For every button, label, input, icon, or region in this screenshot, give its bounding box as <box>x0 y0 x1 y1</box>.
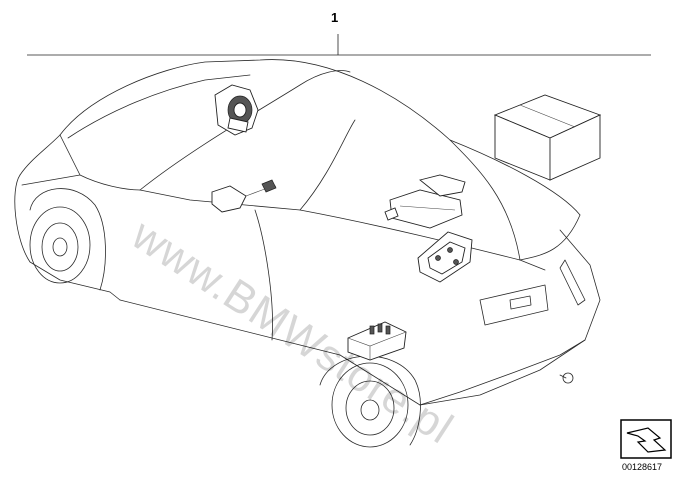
ignition-lock-icon <box>211 179 277 213</box>
control-module-icon <box>384 174 466 229</box>
horn-siren-icon <box>214 84 259 136</box>
cardboard-box-icon <box>493 94 602 181</box>
callout-label: 1 <box>331 10 339 25</box>
battery-module-icon <box>347 321 407 361</box>
diagram-id: 00128617 <box>622 462 663 472</box>
interior-sensor-icon <box>417 231 473 283</box>
car-outline <box>14 59 601 448</box>
page-navigation-arrow-icon[interactable] <box>620 419 672 459</box>
